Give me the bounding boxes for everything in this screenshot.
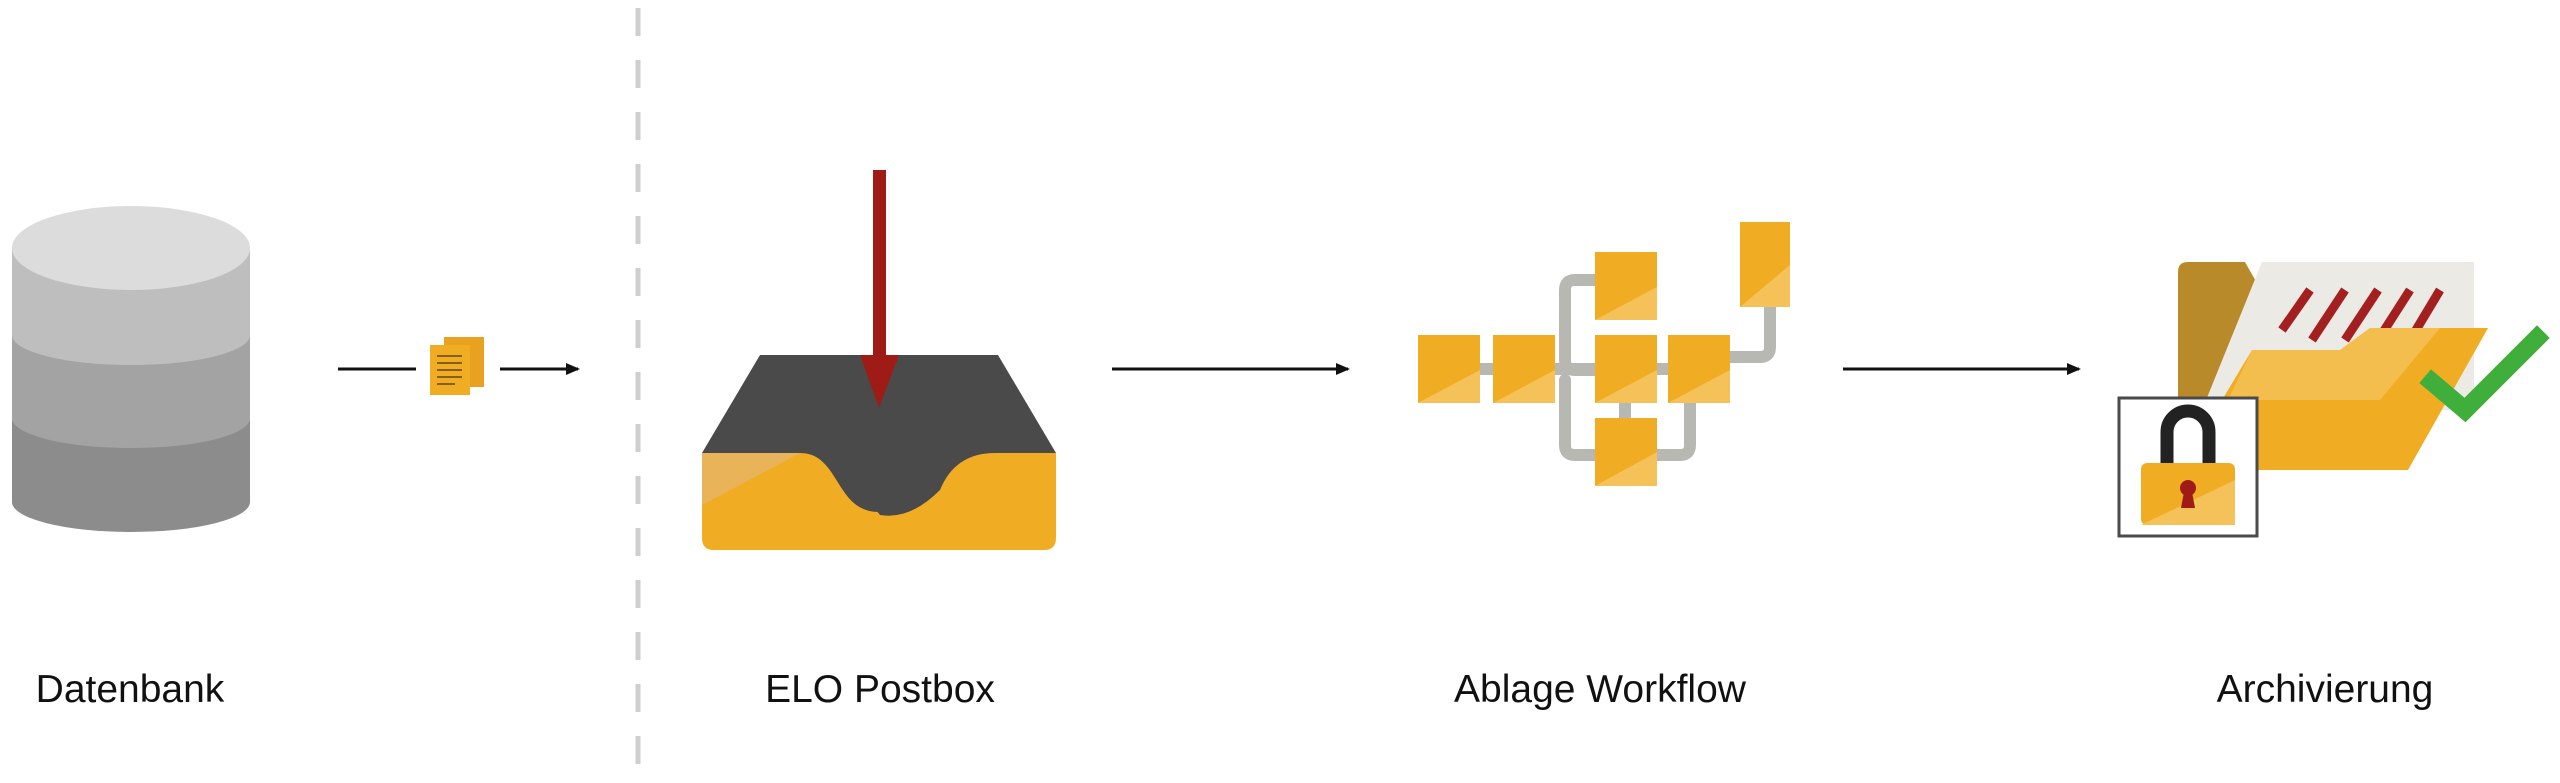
archive-folder-icon	[2117, 262, 2550, 538]
stage-label-postbox: ELO Postbox	[765, 668, 995, 711]
database-icon	[12, 206, 250, 532]
lock-icon	[2141, 404, 2235, 525]
stage-label-archive: Archivierung	[2216, 668, 2434, 711]
incoming-arrow	[873, 170, 886, 365]
stage-label-workflow: Ablage Workflow	[1454, 668, 1746, 711]
check-icon	[2419, 325, 2550, 423]
stage-label-database: Datenbank	[35, 668, 225, 711]
workflow-icon	[1418, 222, 1790, 486]
inbox-tray-icon	[702, 170, 1056, 550]
documents-icon	[430, 337, 484, 395]
